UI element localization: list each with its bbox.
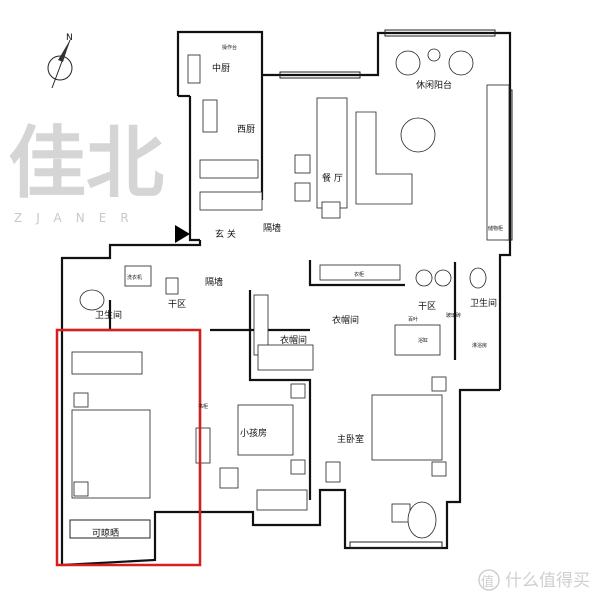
- entrance-arrow-icon: [175, 225, 190, 243]
- label-western-kitchen: 西厨: [237, 124, 255, 135]
- site-logo-icon-char: 值: [481, 574, 494, 590]
- label-bathroom-1: 卫生间: [95, 309, 122, 321]
- label-partition-1: 隔墙: [263, 222, 281, 234]
- label-partition-2: 隔墙: [205, 276, 223, 288]
- north-label: N: [66, 33, 73, 43]
- label-dry-area-1: 干区: [168, 299, 186, 310]
- watermark-latin: ZJANER: [14, 211, 143, 225]
- label-drying-area: 可晾晒: [92, 527, 119, 539]
- label-storage: 储物柜: [488, 225, 503, 232]
- label-operation-counter: 操作台: [222, 44, 237, 51]
- label-bathtub: 浴缸: [418, 337, 428, 344]
- furniture: [71, 48, 510, 539]
- label-leisure-balcony: 休闲阳台: [416, 79, 452, 91]
- label-walkin-closet-1: 衣帽间: [280, 334, 307, 346]
- watermark-chars: 佳北: [8, 119, 164, 209]
- label-glass-brick: 玻璃砖: [446, 312, 461, 319]
- label-master-bedroom: 主卧室: [337, 433, 364, 445]
- north-arrow-icon: [47, 39, 73, 89]
- label-shutter: 百叶: [408, 316, 418, 323]
- label-bookcase: 书柜: [198, 403, 208, 410]
- label-kids-room: 小孩房: [240, 427, 267, 439]
- label-shower: 淋浴房: [472, 342, 487, 349]
- highlight-box: [55, 328, 202, 567]
- label-chinese-kitchen: 中厨: [212, 62, 230, 74]
- label-wardrobe: 衣柜: [354, 271, 364, 278]
- label-dry-area-2: 干区: [418, 301, 436, 312]
- site-logo-text: 什么值得买: [505, 571, 590, 591]
- label-walkin-closet-2: 衣帽间: [332, 314, 359, 326]
- label-bathroom-2: 卫生间: [470, 297, 497, 309]
- label-dining: 餐 厅: [322, 172, 343, 184]
- label-entrance: 玄 关: [215, 228, 236, 240]
- site-logo-icon: [478, 569, 500, 591]
- label-washer: 洗衣机: [127, 274, 142, 281]
